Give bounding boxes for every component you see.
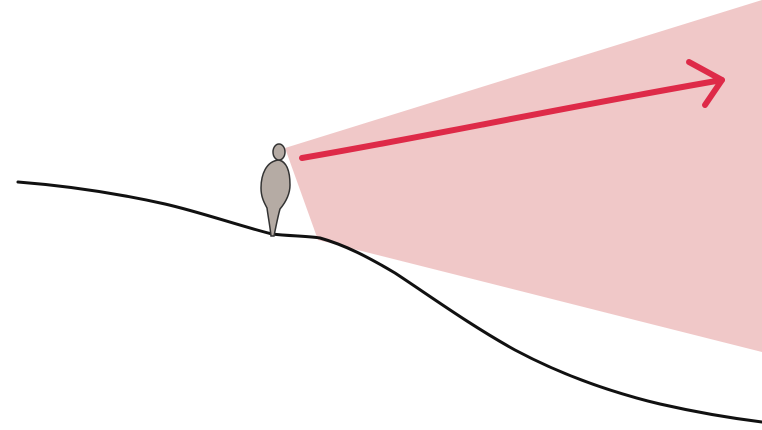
person-head bbox=[273, 144, 285, 160]
view-cone bbox=[285, 0, 762, 352]
person-figure-icon bbox=[261, 144, 290, 236]
person-body bbox=[261, 160, 290, 236]
